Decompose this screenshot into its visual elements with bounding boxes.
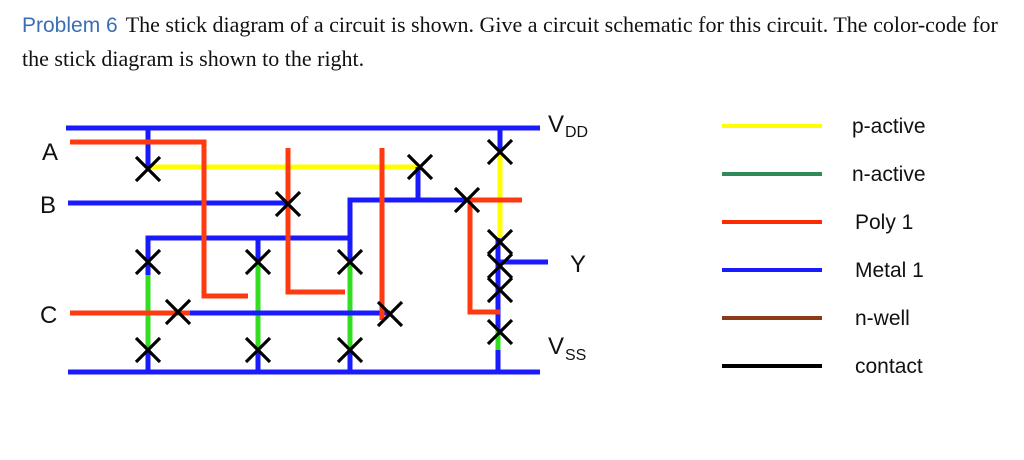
label-y: Y bbox=[570, 251, 586, 278]
color-legend: p-active n-active Poly 1 Metal 1 n-well … bbox=[722, 115, 926, 378]
legend-label-p-active: p-active bbox=[852, 115, 926, 138]
contact-icon bbox=[244, 336, 272, 364]
label-b: B bbox=[40, 192, 56, 219]
contact-icon bbox=[406, 153, 434, 181]
legend-label-n-well: n-well bbox=[855, 307, 910, 330]
label-vdd-main: V bbox=[548, 111, 564, 138]
contact-icon bbox=[164, 298, 192, 326]
legend-label-metal-1: Metal 1 bbox=[855, 259, 924, 282]
contact-icon bbox=[453, 186, 481, 214]
contact-icon bbox=[134, 155, 162, 183]
legend-label-n-active: n-active bbox=[852, 163, 926, 186]
label-c: C bbox=[40, 302, 57, 329]
stick-diagram: A B C Y V DD V SS bbox=[40, 111, 588, 375]
contact-icon bbox=[486, 318, 514, 346]
contact-icon bbox=[134, 248, 162, 276]
metal-1-layer bbox=[66, 125, 548, 375]
problem-text: The stick diagram of a circuit is shown.… bbox=[22, 12, 998, 71]
label-vss-sub: SS bbox=[565, 347, 586, 364]
label-vss-main: V bbox=[548, 333, 564, 360]
problem-number: Problem 6 bbox=[22, 14, 118, 37]
right-net bbox=[347, 197, 465, 238]
label-a: A bbox=[42, 139, 58, 166]
contact-icon bbox=[274, 190, 302, 218]
contact-icon bbox=[486, 228, 514, 256]
poly-right bbox=[467, 197, 522, 315]
legend-label-poly-1: Poly 1 bbox=[855, 211, 913, 234]
mid-net bbox=[145, 235, 353, 262]
contact-icon bbox=[486, 252, 514, 280]
contact-icon bbox=[244, 248, 272, 276]
label-vdd-sub: DD bbox=[565, 124, 588, 141]
legend-label-contact: contact bbox=[855, 355, 923, 378]
contact-icon bbox=[376, 300, 404, 328]
contact-icon bbox=[336, 336, 364, 364]
p-active-layer bbox=[148, 150, 503, 238]
n-active-layer bbox=[145, 262, 501, 370]
contacts-layer bbox=[134, 138, 514, 364]
contact-icon bbox=[486, 138, 514, 166]
contact-icon bbox=[134, 336, 162, 364]
poly-b bbox=[285, 148, 345, 295]
poly-a bbox=[70, 139, 248, 299]
poly-1-layer bbox=[70, 139, 522, 320]
contact-icon bbox=[486, 276, 514, 304]
contact-icon bbox=[336, 248, 364, 276]
